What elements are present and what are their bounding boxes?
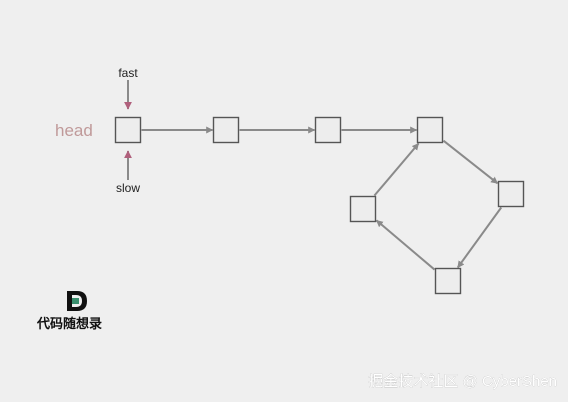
nodes-layer (114, 116, 525, 295)
head-label: head (55, 121, 93, 140)
logo-text: 代码随想录 (36, 316, 102, 332)
list-node-4 (497, 180, 525, 208)
fast-label: fast (118, 66, 138, 80)
logo-d-icon (67, 291, 87, 311)
edge-5-to-6 (375, 219, 436, 271)
list-node-0 (114, 116, 142, 144)
watermark: 掘金技术社区 @ CyberShen (368, 373, 557, 390)
list-node-2 (314, 116, 342, 144)
logo: 代码随想录 (36, 291, 102, 332)
list-node-3 (416, 116, 444, 144)
list-node-6 (349, 195, 377, 223)
list-node-1 (212, 116, 240, 144)
edge-4-to-5 (456, 206, 503, 269)
slow-label: slow (116, 181, 140, 195)
edge-6-to-3 (373, 142, 420, 197)
edges-layer (141, 126, 503, 271)
list-node-5 (434, 267, 462, 295)
edge-3-to-4 (442, 139, 499, 185)
